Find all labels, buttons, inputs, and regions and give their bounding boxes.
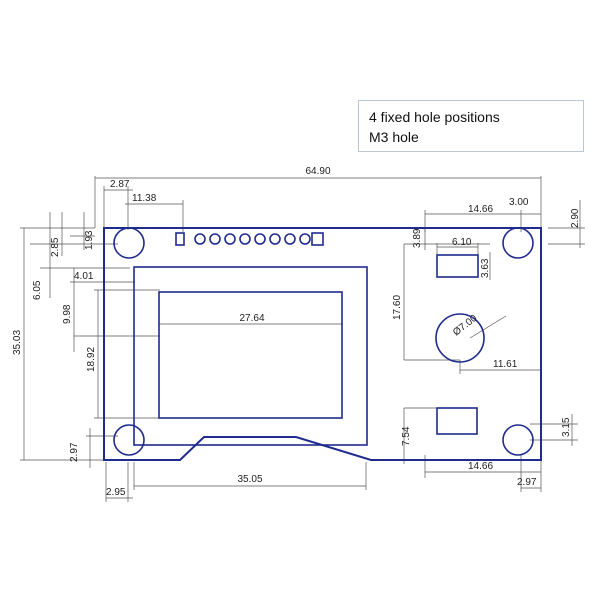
mounting-hole-top-right bbox=[502, 227, 534, 259]
dim-35-05: 35.05 bbox=[237, 474, 262, 485]
dim-2-90: 2.90 bbox=[570, 208, 581, 228]
dim-11-38: 11.38 bbox=[132, 193, 157, 204]
dimension-labels: 64.90 2.87 11.38 14.66 3.00 2.90 2.85 1.… bbox=[12, 166, 581, 498]
dim-1-93: 1.93 bbox=[84, 230, 95, 250]
dim-width-total: 64.90 bbox=[305, 166, 330, 177]
dim-6-10: 6.10 bbox=[452, 237, 472, 248]
pin-pad bbox=[254, 233, 266, 245]
pin-pad bbox=[239, 233, 251, 245]
dim-6-05: 6.05 bbox=[32, 280, 43, 300]
display-active-area bbox=[158, 291, 343, 419]
pin-pad bbox=[224, 233, 236, 245]
switch-top bbox=[436, 254, 479, 278]
dim-7-54: 7.54 bbox=[401, 426, 412, 446]
mounting-hole-bottom-right bbox=[502, 424, 534, 456]
dim-2-87: 2.87 bbox=[110, 179, 130, 190]
dim-2-97-right: 2.97 bbox=[517, 477, 537, 488]
board-outline bbox=[103, 227, 542, 461]
hole-note-line-2: M3 hole bbox=[369, 129, 419, 145]
pin-pad bbox=[284, 233, 296, 245]
dim-3-89: 3.89 bbox=[412, 228, 423, 248]
pin-pad bbox=[175, 232, 185, 246]
dim-18-92: 18.92 bbox=[86, 347, 97, 372]
dim-17-60: 17.60 bbox=[392, 295, 403, 320]
dim-2-97-left: 2.97 bbox=[69, 442, 80, 462]
pin-pad bbox=[194, 233, 206, 245]
mounting-hole-top-left bbox=[113, 227, 145, 259]
pin-pad bbox=[269, 233, 281, 245]
round-component bbox=[435, 313, 485, 363]
dim-27-64: 27.64 bbox=[239, 313, 264, 324]
dim-3-63: 3.63 bbox=[480, 258, 491, 278]
pin-pad bbox=[209, 233, 221, 245]
hole-note-box: 4 fixed hole positions M3 hole bbox=[358, 100, 584, 152]
dim-35-03: 35.03 bbox=[12, 330, 23, 355]
display-frame bbox=[133, 266, 368, 446]
switch-bottom bbox=[436, 407, 478, 435]
dim-3-00: 3.00 bbox=[509, 197, 529, 208]
dim-9-98: 9.98 bbox=[62, 304, 73, 324]
dim-2-95: 2.95 bbox=[106, 487, 126, 498]
dim-14-66-bottom: 14.66 bbox=[468, 461, 493, 472]
pin-pad bbox=[299, 233, 311, 245]
pin-header bbox=[175, 232, 324, 246]
mounting-hole-bottom-left bbox=[113, 424, 145, 456]
pin-pad bbox=[311, 232, 324, 246]
dim-11-61: 11.61 bbox=[493, 359, 518, 370]
dim-3-15: 3.15 bbox=[561, 417, 572, 437]
dimension-lines bbox=[20, 176, 585, 502]
dim-4-01: 4.01 bbox=[74, 271, 94, 282]
hole-note-line-1: 4 fixed hole positions bbox=[369, 109, 500, 125]
dim-2-85: 2.85 bbox=[50, 237, 61, 257]
dim-14-66-top: 14.66 bbox=[468, 204, 493, 215]
